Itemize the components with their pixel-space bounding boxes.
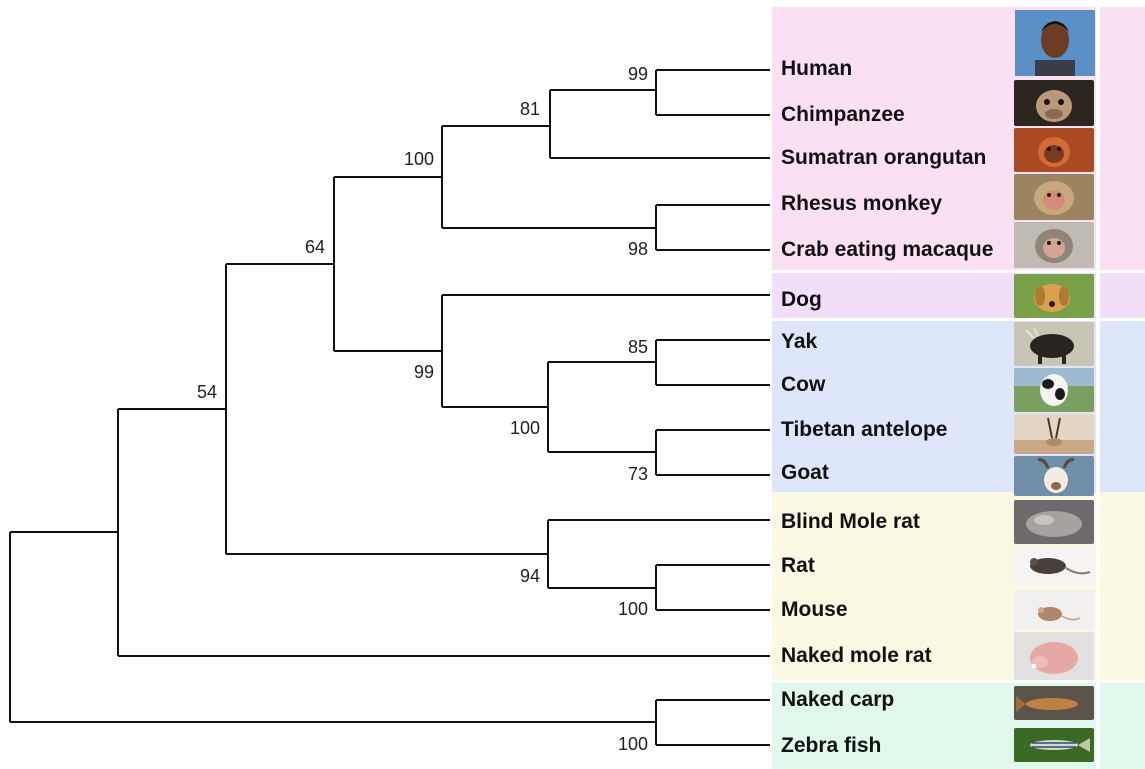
carp-photo bbox=[1014, 686, 1094, 720]
branch-laurasiatheria bbox=[442, 295, 770, 407]
bootstrap-label: 85 bbox=[628, 337, 648, 357]
goat-photo bbox=[1014, 456, 1094, 496]
human-face-photo bbox=[1014, 10, 1096, 76]
taxon-label-sumatran-orangutan: Sumatran orangutan bbox=[781, 146, 986, 170]
bootstrap-label: 98 bbox=[628, 239, 648, 259]
macaque-photo bbox=[1014, 222, 1094, 268]
branch-fish bbox=[656, 700, 770, 745]
rhesus-monkey-photo bbox=[1014, 174, 1094, 220]
taxon-label-naked-mole-rat: Naked mole rat bbox=[781, 644, 932, 668]
branch-great-apes bbox=[550, 90, 770, 158]
taxon-label-rhesus-monkey: Rhesus monkey bbox=[781, 192, 942, 216]
tree-branches bbox=[10, 70, 770, 745]
chimpanzee-photo bbox=[1014, 80, 1094, 126]
bootstrap-label: 99 bbox=[628, 64, 648, 84]
group-separator bbox=[772, 318, 1145, 321]
taxon-label-goat: Goat bbox=[781, 461, 829, 485]
bootstrap-label: 100 bbox=[510, 418, 540, 438]
taxon-label-blind-mole-rat: Blind Mole rat bbox=[781, 510, 920, 534]
bootstrap-label: 94 bbox=[520, 566, 540, 586]
taxon-label-zebra-fish: Zebra fish bbox=[781, 734, 881, 758]
branch-rodents bbox=[548, 520, 770, 588]
antelope-photo bbox=[1014, 414, 1094, 454]
column-separator bbox=[1096, 0, 1100, 769]
bootstrap-label: 73 bbox=[628, 464, 648, 484]
bootstrap-label: 100 bbox=[618, 734, 648, 754]
taxon-label-yak: Yak bbox=[781, 330, 817, 354]
branch-old-world-monkeys bbox=[656, 205, 770, 250]
bootstrap-values: 99 81 100 98 64 99 85 100 73 54 94 100 1… bbox=[197, 64, 648, 754]
yak-photo bbox=[1014, 322, 1094, 366]
dog-photo bbox=[1014, 274, 1094, 318]
taxon-label-mouse: Mouse bbox=[781, 598, 848, 622]
group-separator bbox=[772, 270, 1145, 273]
mouse-photo bbox=[1014, 590, 1094, 630]
branch-root bbox=[10, 532, 656, 722]
branch-yak-cow bbox=[656, 340, 770, 385]
bootstrap-label: 99 bbox=[414, 362, 434, 382]
taxon-label-cow: Cow bbox=[781, 373, 825, 397]
rat-photo bbox=[1014, 546, 1094, 586]
branch-mammals bbox=[118, 409, 770, 656]
blind-mole-rat-photo bbox=[1014, 500, 1094, 544]
branch-human-chimp bbox=[656, 70, 770, 115]
zebrafish-photo bbox=[1014, 728, 1094, 762]
branch-euarchontoglires bbox=[226, 264, 548, 554]
branch-rat-mouse bbox=[656, 565, 770, 610]
bootstrap-label: 100 bbox=[404, 149, 434, 169]
phylogenetic-tree: 99 81 100 98 64 99 85 100 73 54 94 100 1… bbox=[0, 0, 772, 769]
bootstrap-label: 100 bbox=[618, 599, 648, 619]
orangutan-photo bbox=[1014, 128, 1094, 172]
bootstrap-label: 81 bbox=[520, 99, 540, 119]
taxon-label-chimpanzee: Chimpanzee bbox=[781, 103, 905, 127]
taxon-label-dog: Dog bbox=[781, 288, 822, 312]
taxon-label-naked-carp: Naked carp bbox=[781, 688, 894, 712]
cow-photo bbox=[1014, 368, 1094, 412]
bootstrap-label: 64 bbox=[305, 237, 325, 257]
taxon-label-rat: Rat bbox=[781, 554, 815, 578]
branch-antelope-goat bbox=[656, 430, 770, 475]
naked-mole-rat-photo bbox=[1014, 632, 1094, 680]
group-separator bbox=[772, 680, 1145, 683]
taxon-label-human: Human bbox=[781, 57, 852, 81]
branch-boreoeutheria bbox=[334, 177, 442, 351]
branch-bovids bbox=[548, 362, 656, 452]
taxon-label-tibetan-antelope: Tibetan antelope bbox=[781, 418, 947, 442]
taxon-label-crab-eating-macaque: Crab eating macaque bbox=[781, 238, 993, 262]
bootstrap-label: 54 bbox=[197, 382, 217, 402]
